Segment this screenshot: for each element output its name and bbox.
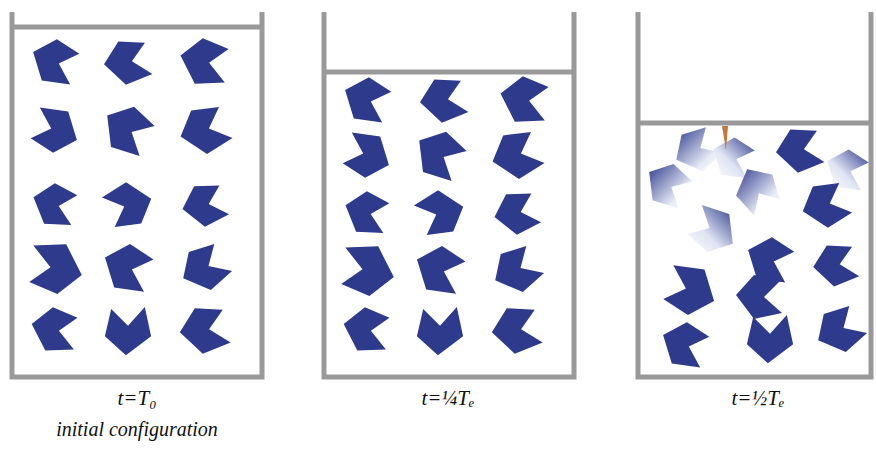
piston bbox=[324, 70, 574, 75]
particle bbox=[414, 190, 463, 235]
particle bbox=[341, 246, 394, 296]
particle bbox=[736, 169, 780, 215]
contact-stress bbox=[722, 126, 728, 150]
particle bbox=[34, 183, 78, 225]
container-walls bbox=[638, 12, 871, 377]
particle bbox=[495, 193, 542, 234]
particle bbox=[417, 246, 466, 294]
particle bbox=[501, 76, 549, 122]
container-walls bbox=[324, 12, 574, 377]
particle bbox=[492, 308, 543, 354]
piston bbox=[12, 25, 262, 30]
particles bbox=[29, 38, 869, 367]
particle bbox=[803, 183, 852, 228]
time-label: t=¼Tₑ bbox=[422, 386, 475, 411]
particle bbox=[688, 205, 733, 252]
particle bbox=[31, 107, 77, 152]
particle bbox=[183, 185, 230, 226]
particle bbox=[736, 275, 782, 319]
particle bbox=[420, 79, 468, 122]
particle bbox=[180, 308, 231, 354]
piston bbox=[638, 121, 871, 126]
containers bbox=[12, 12, 871, 377]
particle bbox=[417, 307, 463, 355]
particle bbox=[776, 129, 824, 172]
particle bbox=[818, 306, 867, 352]
particle bbox=[29, 244, 82, 294]
particle bbox=[493, 132, 545, 179]
particle bbox=[419, 132, 466, 181]
particle bbox=[32, 307, 78, 350]
particle bbox=[813, 245, 859, 286]
particle bbox=[495, 246, 544, 292]
particle bbox=[181, 38, 229, 83]
particle bbox=[33, 39, 79, 84]
particle bbox=[344, 307, 390, 350]
time-label: t=½Tₑ bbox=[732, 386, 785, 411]
particle bbox=[345, 77, 391, 122]
caption-note: initial configuration bbox=[56, 418, 218, 441]
particle bbox=[105, 244, 154, 292]
container-walls bbox=[12, 12, 262, 377]
particle bbox=[102, 182, 151, 227]
particle bbox=[181, 107, 233, 154]
particle bbox=[104, 41, 152, 84]
time-label: t=T₀ bbox=[118, 386, 157, 411]
particle bbox=[343, 132, 389, 177]
particle bbox=[747, 315, 793, 363]
particle bbox=[663, 322, 709, 367]
particle bbox=[107, 107, 154, 156]
particle bbox=[346, 191, 390, 233]
particle bbox=[105, 307, 151, 355]
particle bbox=[183, 244, 232, 290]
particle bbox=[649, 164, 692, 209]
particle bbox=[663, 265, 714, 315]
